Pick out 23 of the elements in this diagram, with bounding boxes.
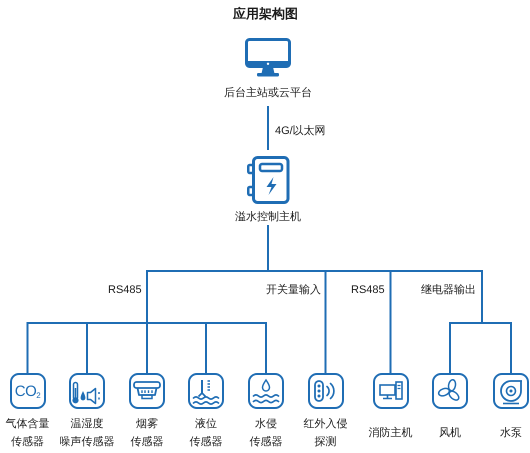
icon-text: CO$_{2}$ <box>14 384 40 398</box>
edge-label: 开关量输入 <box>265 284 322 297</box>
connector-line <box>147 322 267 373</box>
edge-label: 继电器输出 <box>420 284 477 297</box>
connector-line <box>267 106 269 150</box>
device-label: 烟雾传感器 <box>130 417 164 450</box>
connector-line <box>146 322 148 373</box>
diagram-title: 应用架构图 <box>233 6 298 22</box>
edge-label: 4G/以太网 <box>274 125 327 138</box>
device-label: 水泵 <box>500 426 522 441</box>
device-label: 消防主机 <box>368 426 413 441</box>
device-label: 后台主站或云平台 <box>224 86 312 100</box>
device-label: 液位传感器 <box>189 416 223 450</box>
connector-line <box>86 322 147 373</box>
connector-line <box>482 322 512 373</box>
connector-line <box>267 225 483 323</box>
device-label: 水侵传感器 <box>249 417 283 450</box>
device-label: 溢水控制主机 <box>235 210 301 225</box>
device-label: 气体含量传感器 <box>5 417 50 450</box>
device-label: 风机 <box>438 426 462 441</box>
device-label: 红外入侵探测 <box>303 417 348 450</box>
connector-line <box>449 322 482 373</box>
device-label: 温湿度噪声传感器 <box>59 416 115 450</box>
